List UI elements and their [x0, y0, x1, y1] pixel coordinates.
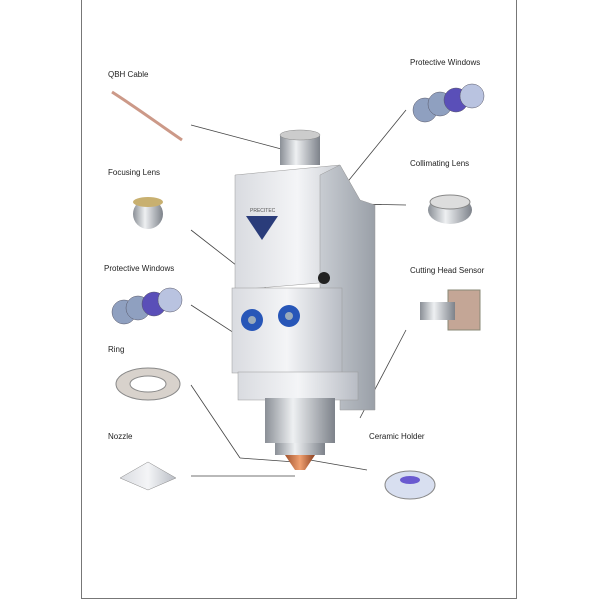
part-thumbnails	[111, 83, 485, 500]
brand-text: PRECITEC	[250, 208, 276, 214]
label-focusing-lens: Focusing Lens	[108, 168, 161, 177]
label-protective-windows-right: Protective Windows	[410, 58, 481, 67]
label-nozzle: Nozzle	[108, 432, 133, 441]
label-protective-windows-left: Protective Windows	[104, 264, 175, 273]
leader-qbh-cable	[190, 124, 286, 151]
leader-ring	[190, 384, 241, 459]
label-ceramic-holder: Ceramic Holder	[369, 432, 425, 441]
leader-protective-windows-right	[344, 109, 407, 186]
label-collimating-lens: Collimating Lens	[410, 159, 470, 168]
label-ring: Ring	[108, 345, 125, 354]
label-qbh-cable: QBH Cable	[108, 70, 149, 79]
leader-ring-2	[239, 457, 296, 463]
precitec-logo	[246, 216, 278, 240]
label-cutting-head-sensor: Cutting Head Sensor	[410, 266, 485, 275]
diagram-frame	[81, 0, 517, 599]
cutting-head-illustration: PRECITEC	[231, 129, 376, 470]
leader-ceramic-holder	[309, 459, 368, 471]
